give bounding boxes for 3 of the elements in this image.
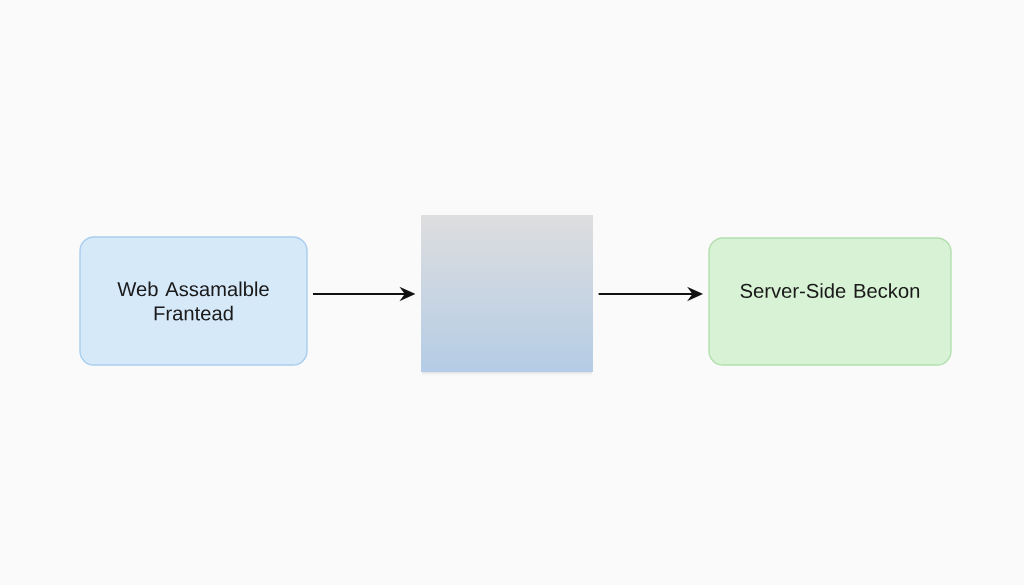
shaded-box <box>421 215 593 376</box>
process-box: Web Assamalble Frantead <box>79 236 308 366</box>
process-box: Server-Side Beckon <box>708 237 952 366</box>
